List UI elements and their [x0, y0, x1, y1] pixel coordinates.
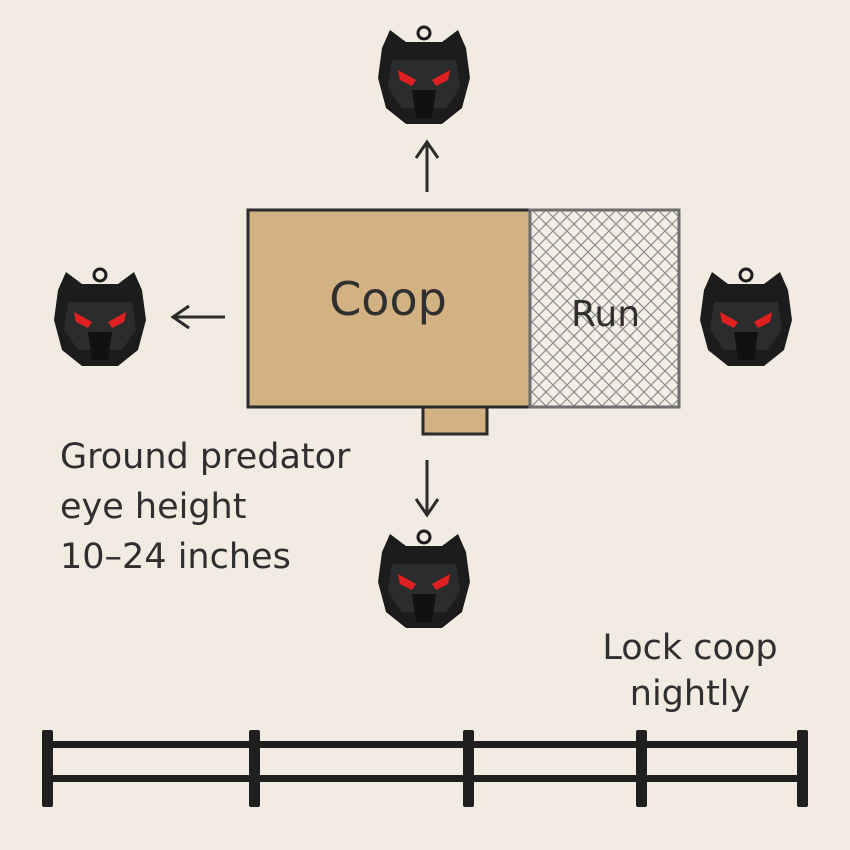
arrow-up-icon: [414, 139, 440, 192]
arrow-down-icon: [414, 460, 440, 518]
fence: [42, 730, 808, 807]
run-enclosure: [528, 208, 681, 409]
note-line: Ground predator: [60, 437, 351, 477]
note-line: Lock coop: [602, 628, 778, 668]
coop-label: Coop: [329, 272, 447, 326]
note-line: 10–24 inches: [60, 537, 291, 577]
predator-eye-height-note: Ground predator eye height 10–24 inches: [60, 432, 380, 582]
fence-rail-top: [46, 741, 806, 748]
lock-coop-note: Lock coop nightly: [580, 625, 800, 717]
fence-post: [42, 730, 53, 807]
arrow-left-icon: [170, 304, 225, 330]
fence-post: [463, 730, 474, 807]
note-line: eye height: [60, 487, 247, 527]
fence-rail-bottom: [46, 775, 806, 782]
predator-camera-icon-right: [698, 267, 794, 368]
fence-post: [797, 730, 808, 807]
predator-camera-icon-bottom: [376, 529, 472, 630]
note-line: nightly: [629, 674, 751, 714]
fence-post: [636, 730, 647, 807]
fence-post: [249, 730, 260, 807]
predator-camera-icon-top: [376, 25, 472, 126]
run-label: Run: [570, 294, 641, 335]
coop-door: [421, 405, 489, 436]
predator-camera-icon-left: [52, 267, 148, 368]
coop-building: [246, 208, 532, 409]
